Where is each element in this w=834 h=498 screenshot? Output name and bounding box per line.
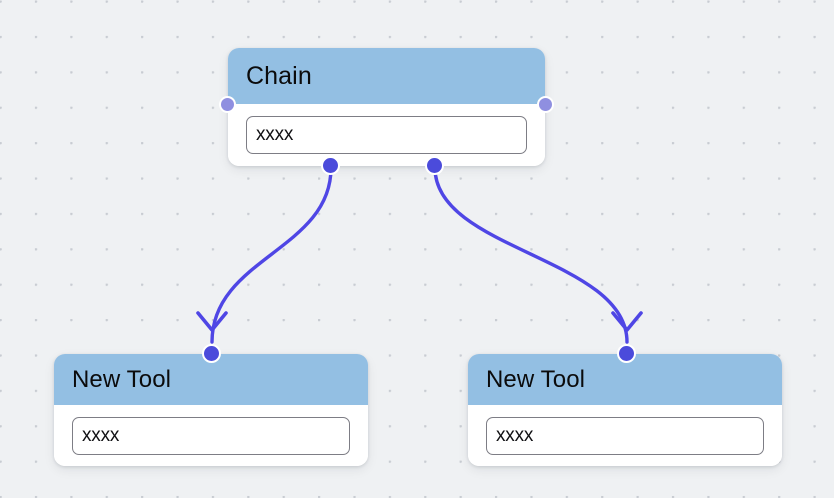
node-tool-right-input[interactable] <box>486 416 764 455</box>
handle-chain-left[interactable] <box>219 96 236 113</box>
handle-tool-right-input[interactable] <box>617 344 636 363</box>
node-tool-left-body <box>54 405 368 466</box>
edge-arrowhead-left <box>196 311 228 332</box>
node-chain-body <box>228 104 545 166</box>
node-tool-right-body <box>468 405 782 466</box>
edge-chain-to-tool-right <box>433 166 629 344</box>
node-tool-right[interactable]: New Tool <box>468 344 782 466</box>
node-chain[interactable]: Chain <box>219 48 554 175</box>
handle-tool-left-input[interactable] <box>202 344 221 363</box>
node-chain-title: Chain <box>246 61 312 90</box>
node-tool-right-title: New Tool <box>486 365 586 393</box>
node-tool-left-title: New Tool <box>72 365 172 393</box>
node-chain-input[interactable] <box>246 116 527 154</box>
edge-chain-to-tool-left <box>210 166 333 344</box>
node-tool-left[interactable]: New Tool <box>54 344 368 466</box>
node-chain-header[interactable]: Chain <box>228 48 545 104</box>
node-tool-left-input[interactable] <box>72 416 350 455</box>
handle-chain-output-1[interactable] <box>321 156 340 175</box>
edge-arrowhead-right <box>611 311 643 332</box>
handle-chain-right[interactable] <box>537 96 554 113</box>
handle-chain-output-2[interactable] <box>425 156 444 175</box>
